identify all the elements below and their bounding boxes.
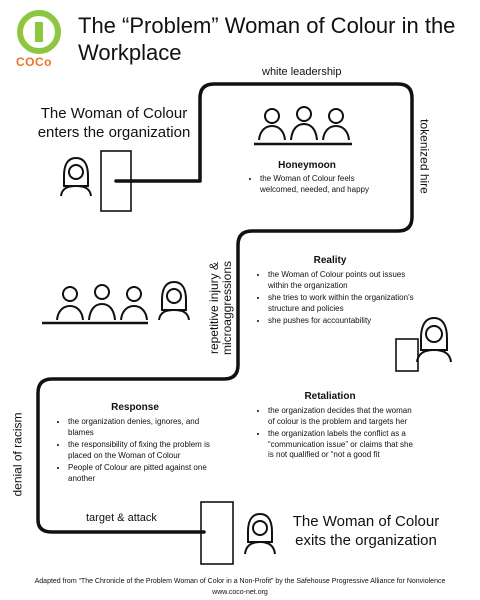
logo-label: COCo xyxy=(16,55,52,69)
retaliation-title: Retaliation xyxy=(304,391,356,402)
list-item: the organization decides that the woman … xyxy=(268,406,418,427)
list-item: the Woman of Colour feels welcomed, need… xyxy=(260,174,372,195)
label-target-attack: target & attack xyxy=(86,512,157,524)
enter-door xyxy=(100,150,132,212)
reality-list: the Woman of Colour points out issues wi… xyxy=(256,270,418,329)
logo-text: COCo xyxy=(16,55,52,69)
exits-heading: The Woman of Colour exits the organizati… xyxy=(292,513,440,549)
document-icon xyxy=(395,338,419,372)
footer-credit: Adapted from “The Chronicle of the Probl… xyxy=(34,578,446,585)
woman-of-colour-icon xyxy=(244,512,276,555)
coco-logo-icon xyxy=(17,10,61,54)
list-item: the Woman of Colour points out issues wi… xyxy=(268,270,418,291)
coco-logo xyxy=(10,8,68,63)
woman-of-colour-icon xyxy=(158,280,190,321)
footer-url[interactable]: www.coco-net.org xyxy=(212,589,268,596)
response-title: Response xyxy=(111,402,159,413)
list-item: the responsibility of fixing the problem… xyxy=(68,440,224,461)
label-tokenized-hire: tokenized hire xyxy=(417,119,432,194)
list-item: she pushes for accountability xyxy=(268,316,418,327)
list-item: People of Colour are pitted against one … xyxy=(68,463,224,484)
honeymoon-title: Honeymoon xyxy=(278,160,336,171)
response-list: the organization denies, ignores, and bl… xyxy=(56,417,224,486)
list-item: the organization denies, ignores, and bl… xyxy=(68,417,224,438)
exit-door xyxy=(200,501,234,565)
label-repetitive-injury: repetitive injury & microaggressions xyxy=(207,243,234,373)
list-item: the organization labels the conflict as … xyxy=(268,429,418,461)
white-leadership-group-icon xyxy=(258,106,350,141)
page-title: The “Problem” Woman of Colour in the Wor… xyxy=(78,13,456,65)
label-white-leadership: white leadership xyxy=(262,66,342,78)
organization-group-icon xyxy=(56,284,148,321)
reality-title: Reality xyxy=(313,255,347,266)
label-denial-of-racism: denial of racism xyxy=(10,412,25,497)
list-item: she tries to work within the organizatio… xyxy=(268,293,418,314)
honeymoon-list: the Woman of Colour feels welcomed, need… xyxy=(248,174,372,197)
retaliation-list: the organization decides that the woman … xyxy=(256,406,418,463)
enters-heading: The Woman of Colour enters the organizat… xyxy=(37,105,191,141)
woman-of-colour-icon xyxy=(60,156,92,197)
label-repetitive-injury-line2: microaggressions xyxy=(220,260,234,356)
woman-of-colour-icon xyxy=(416,316,452,363)
